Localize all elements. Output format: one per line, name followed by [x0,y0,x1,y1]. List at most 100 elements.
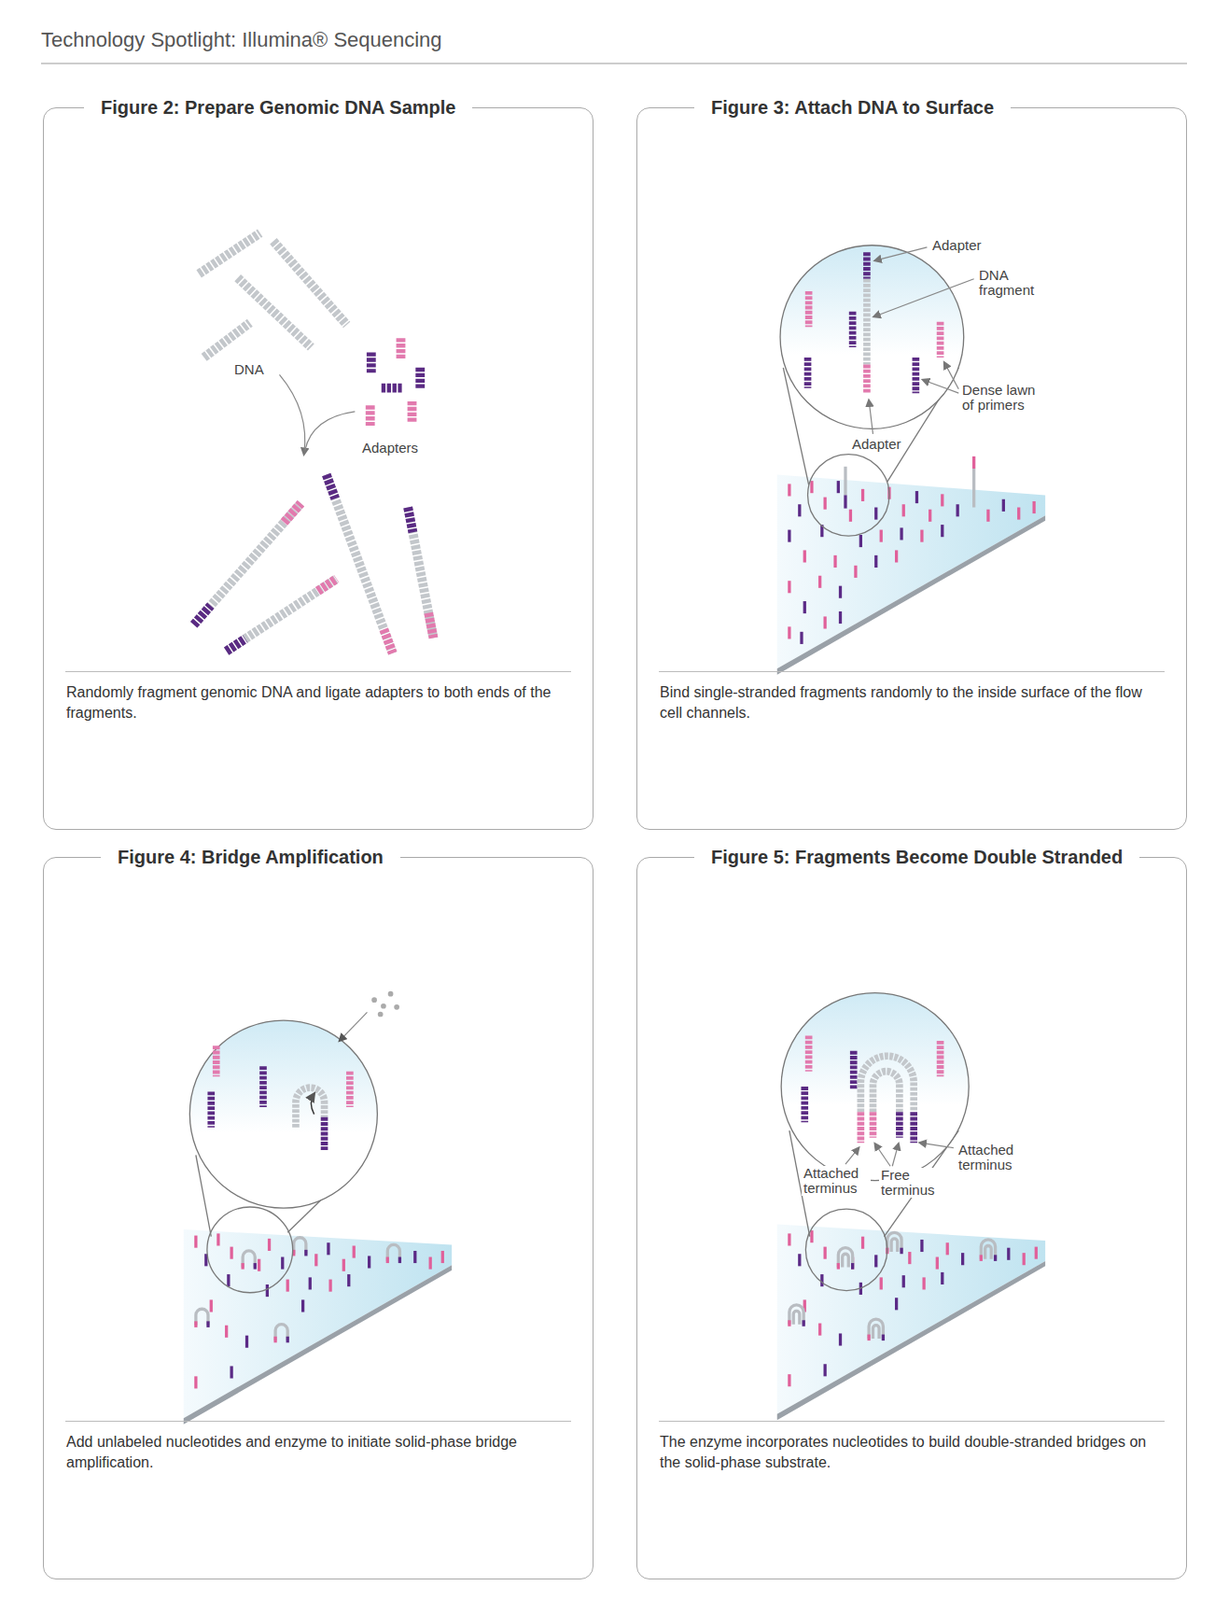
primer [326,1242,330,1255]
ligated-fragment [226,578,337,652]
primer [899,527,903,540]
ligated-fragment [194,502,302,625]
surface-bridge [789,1304,804,1327]
bridge-foot [837,1262,840,1270]
bridge-foot [979,1254,983,1261]
leader-line [944,362,959,389]
primer [935,1256,939,1270]
bridge-foot [206,1320,210,1327]
bridge-arch [985,1245,992,1259]
part-label: Adapter [930,237,984,253]
primer-column [207,1091,215,1128]
adapter [415,367,425,389]
primer [787,530,791,543]
bridge-arch [793,1310,800,1324]
primer [787,1373,791,1386]
primer [838,611,842,624]
nucleotide-arrow [339,1011,368,1041]
primer [920,530,923,543]
primer [956,503,960,517]
bridge-arch [293,1237,307,1254]
primer-column [936,1040,945,1076]
bridge-foot [241,1262,245,1270]
primer [342,1258,346,1271]
primer [328,1279,332,1292]
page-title: Technology Spotlight: Illumina® Sequenci… [41,27,443,53]
flow-cell-edge [777,1260,1046,1420]
primer [245,1335,249,1348]
zoom-circle [781,992,969,1181]
adapter [366,351,377,373]
bridge-arch [242,1250,255,1267]
leader-line [845,1147,859,1164]
primer [229,1246,233,1259]
primer [226,1273,230,1286]
primer [265,1284,269,1297]
adapter-end [194,605,211,625]
bridge-arch [868,1318,883,1339]
part-label: Attached terminus [956,1142,1026,1173]
surface-bridge [837,1247,852,1270]
leader-line [920,1142,954,1147]
primer [823,1363,826,1376]
bridge-arch [275,1324,288,1341]
primer [820,1273,824,1286]
bridge-foot [386,1256,390,1264]
bridge-arch [387,1243,400,1260]
free-terminus [895,1111,904,1137]
primer [1022,1252,1026,1265]
part-label: Attached terminus [801,1165,871,1196]
adapter-end [383,628,393,654]
bridge-foot [787,1319,791,1327]
primer [229,1365,233,1378]
primer-column [259,1065,267,1107]
primer [874,507,878,520]
bridge-inner-strand [872,1071,899,1113]
nucleotide [371,996,378,1003]
zoom-circle [780,245,964,430]
nucleotide [393,1004,400,1010]
leader-line [874,279,975,317]
primer [861,1236,865,1249]
flow-cell-edge [777,515,1046,674]
panel-caption: Randomly fragment genomic DNA and ligate… [66,682,571,724]
bridge-strand [295,1087,325,1128]
primer [838,1332,842,1345]
flow-cell-surface [183,1228,452,1418]
primer [787,1232,791,1245]
bridge-foot [899,1247,903,1255]
figure-panel: Figure 2: Prepare Genomic DNA SampleRand… [42,107,594,830]
adapter-column [863,364,871,394]
primer [352,1245,356,1258]
primer [928,509,932,522]
flow-cell-surface [777,1224,1046,1414]
primer [787,626,791,639]
bound-fragment [843,466,847,496]
primer [1032,501,1035,514]
bridge-arch [837,1247,852,1268]
primer [946,1242,950,1255]
primer-column [936,321,945,358]
adapter-end [283,502,301,522]
bridge-arch [789,1304,804,1325]
primer-column [804,357,812,389]
primer [940,524,944,537]
primer [902,503,906,517]
primer-column [346,1071,354,1107]
dna-strand [198,233,261,275]
merge-arrow [305,411,356,451]
primer [267,1238,271,1251]
free-terminus [869,1111,878,1137]
zoom-source-circle [207,1206,294,1293]
primer [894,1297,898,1310]
primer [810,1229,813,1243]
primer [859,534,863,547]
primer-lawn [789,480,1034,644]
primer [833,555,837,568]
bridge-foot [253,1262,257,1270]
primer-lawn [789,1229,1036,1386]
bound-fragment [843,494,847,508]
primer [803,549,807,562]
primer [194,1375,197,1388]
ligated-fragment [326,474,393,654]
